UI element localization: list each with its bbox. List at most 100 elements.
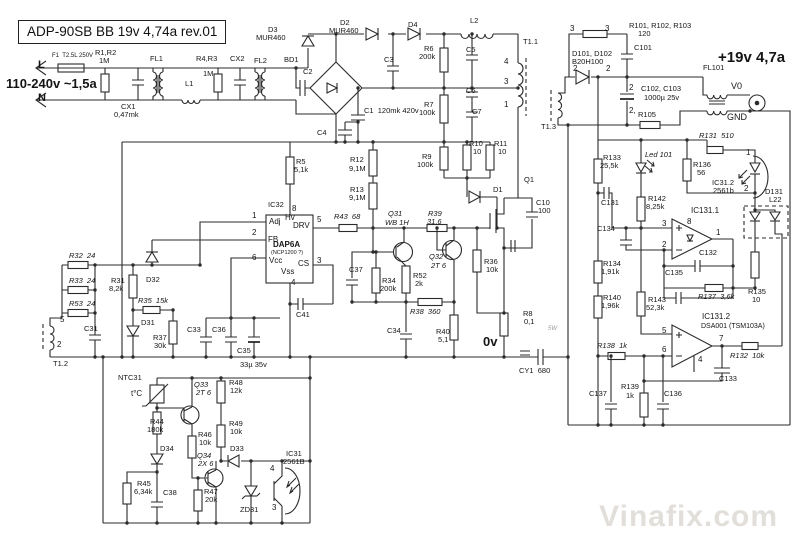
inductor-l2-symbol [460, 33, 494, 40]
label-r143: R143 [648, 295, 666, 304]
label-d34: D34 [160, 444, 174, 453]
label-d2-v: MUR460 [329, 26, 359, 35]
label-input-n: N [38, 92, 46, 104]
label-r53: R53 24 [69, 299, 96, 308]
label-q33-v: 2T 6 [196, 388, 212, 397]
label-c101: C101 [634, 43, 652, 52]
label-c102-v: 1000µ 25v [644, 93, 680, 102]
label-r38: R38 360 [410, 307, 441, 316]
label-r13: R13 [350, 185, 364, 194]
choke-fl1-symbol [152, 71, 164, 97]
label-c36: C36 [212, 325, 226, 334]
label-ic32: IC32 [268, 200, 284, 209]
label-sec-pin2a: 2 [573, 64, 578, 73]
label-ntc-tc: t°C [131, 389, 143, 398]
label-r10: R10 [469, 139, 483, 148]
input-filter-section [35, 60, 308, 108]
label-ic32-vss: Vss [281, 267, 295, 276]
label-q34-v: 2X 6 [198, 459, 214, 468]
label-t1-2: T1.2 [53, 359, 69, 368]
label-d1: D1 [493, 185, 503, 194]
label-v0: V0 [731, 81, 743, 91]
resistor-r47 [193, 489, 203, 512]
label-c10-v: 100 [538, 206, 551, 215]
label-t11-pin4: 4 [504, 57, 509, 66]
label-ic32-pin3: 3 [317, 256, 322, 265]
label-ic32-cs: CS [298, 259, 310, 268]
label-ic32-ncp: (NCP1200 ?) [271, 250, 304, 256]
opamp-ic131-1-symbol [671, 218, 714, 260]
resistor-r133 [593, 158, 603, 184]
label-c7: C7 [472, 107, 482, 116]
label-r134: R134 [603, 259, 621, 268]
resistor-r132 [741, 341, 759, 351]
label-ic32-pin8: 8 [292, 204, 297, 213]
label-r45: R45 [137, 479, 151, 488]
label-r44: R44 [150, 417, 164, 426]
label-cx1-v: 0,47mk [114, 110, 139, 119]
label-op2-pin6: 6 [662, 345, 667, 354]
resistor-r131 [706, 145, 724, 155]
label-op2-pin7: 7 [719, 334, 724, 343]
choke-fl101-symbol [706, 94, 728, 116]
resistor-r32 [67, 260, 89, 270]
label-t1-3: T1.3 [541, 122, 557, 131]
label-r6-v: 200k [419, 52, 436, 61]
label-ic32-pin1: 1 [252, 211, 257, 220]
secondary-ground-rail [567, 110, 791, 426]
label-sec-pin2b: 2 [606, 64, 611, 73]
resistor-r4r3 [213, 73, 223, 93]
light-arrows-ic31 [285, 477, 300, 495]
label-sec-pin3a: 3 [570, 24, 575, 33]
label-ic32-hv: Hv [285, 213, 295, 222]
label-fl101: FL101 [703, 63, 725, 72]
diode-d101-symbol [575, 69, 591, 85]
label-r131: R131 510 [699, 131, 734, 140]
label-ntc31: NTC31 [118, 373, 142, 382]
label-d3-v: MUR460 [256, 33, 286, 42]
resistor-r44 [152, 411, 162, 435]
label-f1: F1 T2.5L 250V [52, 53, 94, 59]
label-r31: R31 [111, 276, 125, 285]
label-r137: R137 3,6k [698, 292, 735, 301]
label-r9: R9 [422, 152, 432, 161]
diode-d1-symbol [468, 190, 482, 204]
label-r49-v: 10k [230, 427, 243, 436]
label-c131: C131 [601, 198, 619, 207]
label-c2: C2 [303, 67, 313, 76]
label-l1: L1 [185, 79, 194, 88]
label-d32: D32 [146, 275, 160, 284]
label-zero-v: 0v [483, 334, 498, 349]
label-r5: R5 [296, 157, 306, 166]
label-r46-v: 10k [199, 438, 212, 447]
cap-cx1-cx2-plates [132, 79, 246, 86]
ntc-protection-section [102, 357, 311, 524]
watermark: Vinafix.com [599, 500, 778, 533]
cap-c137-net [605, 356, 617, 425]
diode-d32-symbol [145, 250, 159, 263]
resistor-r12 [368, 149, 378, 177]
label-c10: C10 [536, 198, 550, 207]
label-r33: R33 24 [69, 276, 96, 285]
label-r140: R140 [603, 293, 621, 302]
label-ic32-pin5: 5 [317, 215, 322, 224]
choke-fl2-symbol [254, 71, 266, 97]
label-opto2-pin1: 1 [746, 148, 751, 157]
label-sec-pin2d: 2, [629, 106, 636, 115]
label-c33: C33 [187, 325, 201, 334]
resistor-r101-r103 [582, 29, 608, 39]
label-fl2: FL2 [254, 56, 267, 65]
label-ic32-pin6: 6 [252, 253, 257, 262]
cap-c136-net [657, 356, 669, 425]
resistor-r134 [593, 260, 603, 284]
label-d31: D31 [141, 318, 155, 327]
cap-c3-symbol [387, 34, 399, 88]
label-d131: D131 [765, 187, 783, 196]
label-op2-pin5: 5 [662, 326, 667, 335]
label-op2-pin4: 4 [698, 355, 703, 364]
label-c134: C134 [597, 224, 615, 233]
label-q1: Q1 [524, 175, 535, 184]
diode-d33-symbol [226, 454, 240, 468]
label-r37-v: 30k [154, 341, 167, 350]
